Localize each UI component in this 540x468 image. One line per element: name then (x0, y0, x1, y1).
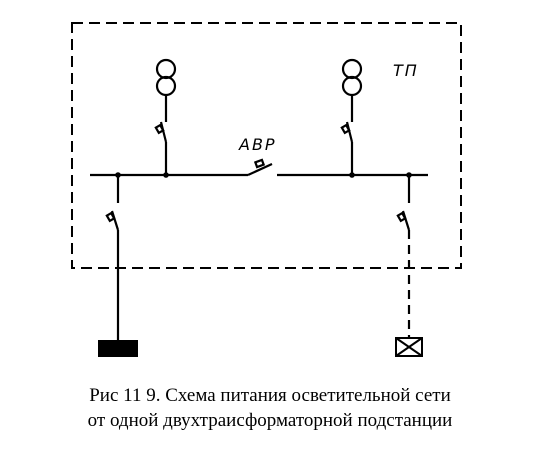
feeder-left (105, 175, 120, 340)
avr-switch (247, 158, 273, 176)
substation-label: ТП (393, 61, 419, 80)
avr-label: АВР (238, 135, 277, 154)
figure-caption: Рис 11 9. Схема питания осветительной се… (0, 383, 540, 433)
substation-boundary (71, 22, 462, 269)
transformer-right-switch (340, 95, 354, 175)
transformer-left-switch (154, 95, 168, 175)
transformer-left-icon (155, 58, 177, 97)
working-lighting-load (98, 340, 138, 357)
power-supply-schematic: ТП АВР (71, 22, 462, 357)
caption-line-2: от одной двухтраисформаторной подстанции (87, 410, 453, 431)
feeder-right (396, 175, 411, 338)
emergency-lighting-load-icon (395, 337, 423, 357)
transformer-right-icon (341, 58, 363, 97)
caption-line-1: Рис 11 9. Схема питания осветительной се… (89, 385, 451, 406)
